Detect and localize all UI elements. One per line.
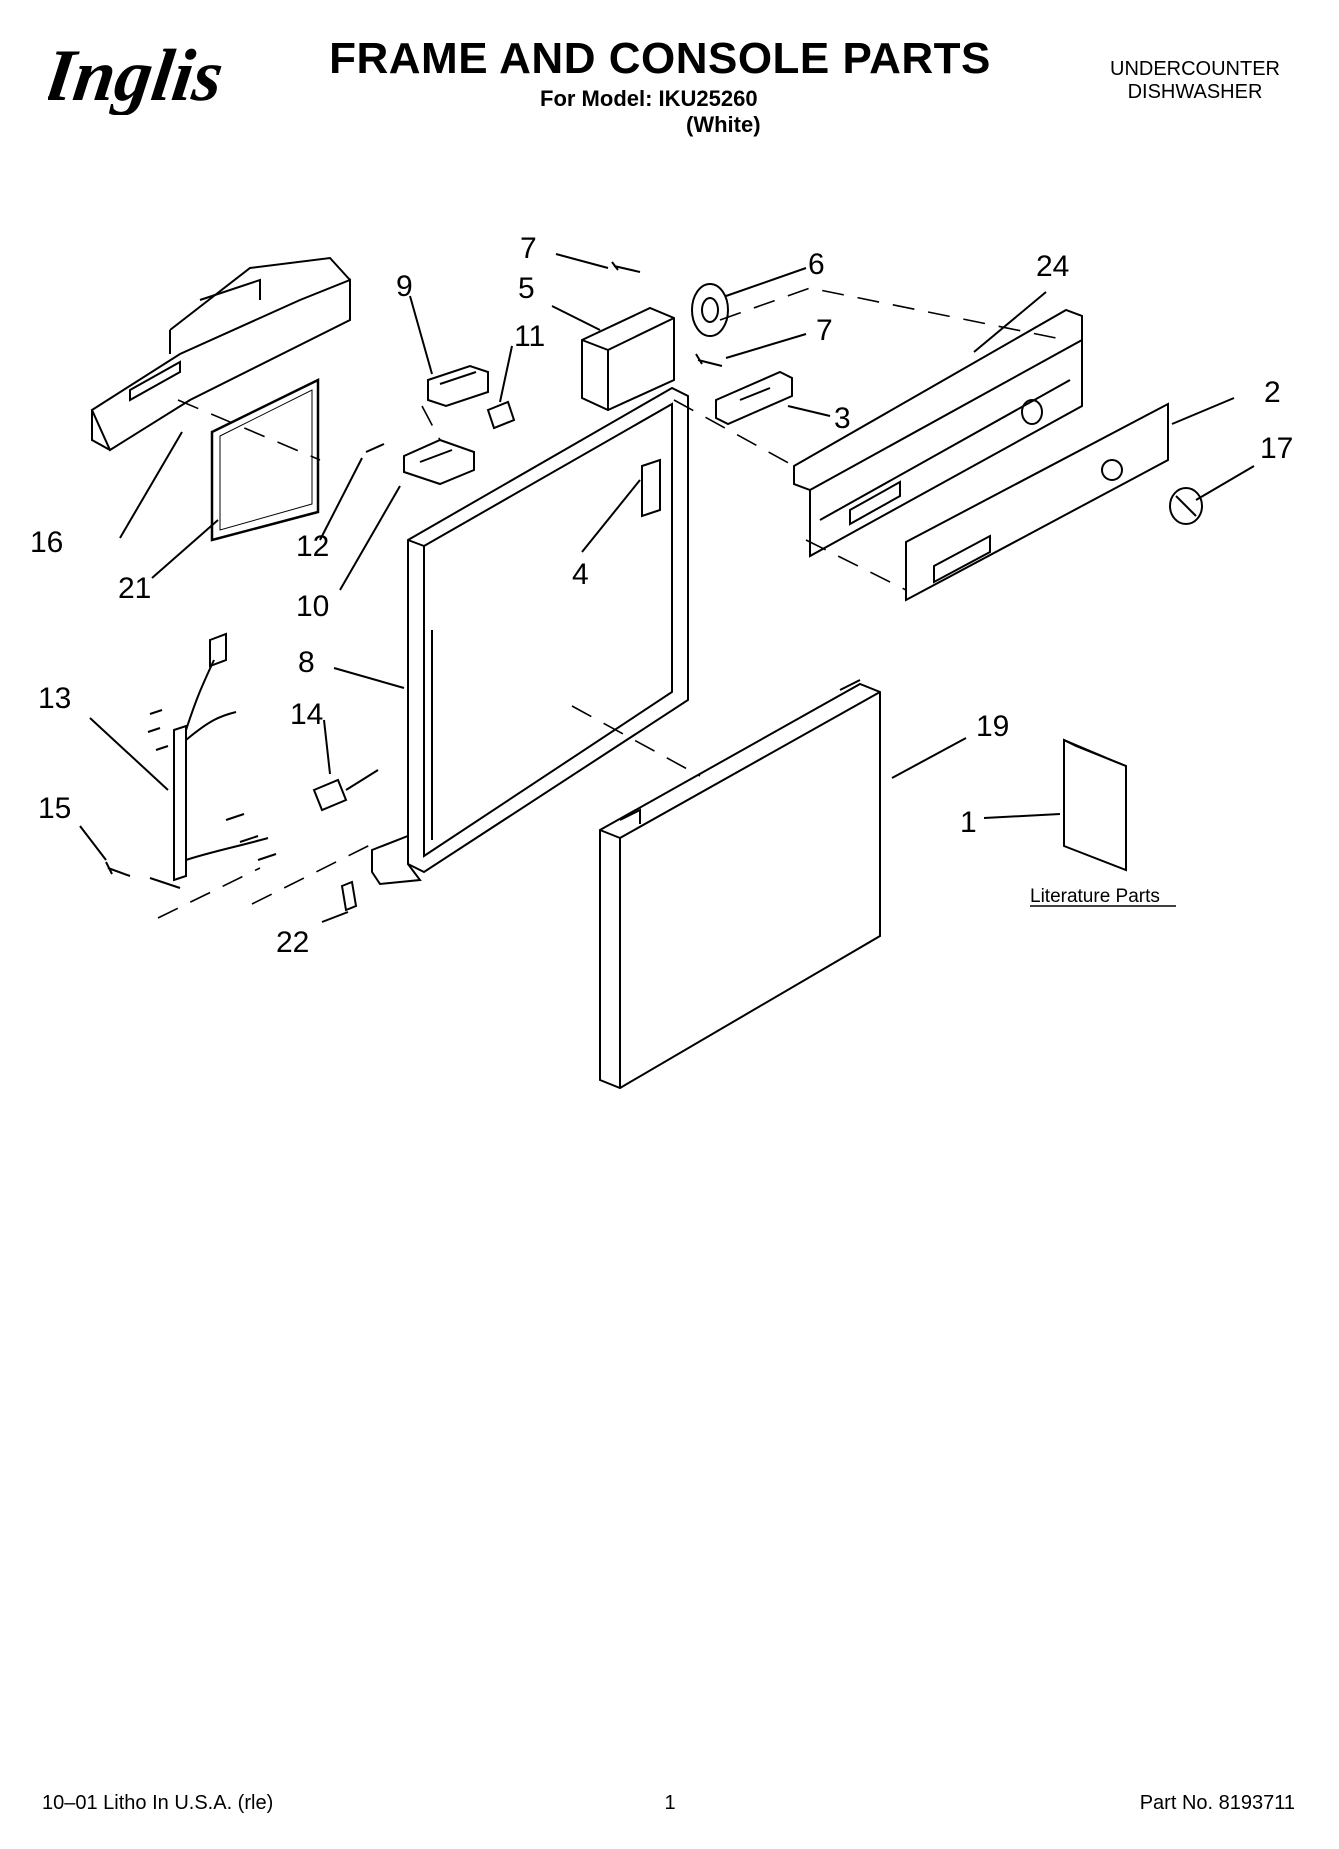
callout-11: 11: [514, 320, 545, 353]
callout-labels: 16 21 12 10 9 11 4 5 7 6 7 3 24 2 17 8 1…: [30, 232, 1293, 959]
callout-5: 5: [518, 272, 535, 305]
part-17-knob: [1169, 487, 1203, 525]
callout-10: 10: [296, 590, 329, 623]
callout-19: 19: [976, 710, 1009, 743]
callout-22: 22: [276, 926, 309, 959]
model-variant: (White): [686, 112, 761, 137]
callout-7-top: 7: [520, 232, 537, 265]
part-24-console: [793, 308, 1083, 558]
part-19-door-panel: [599, 679, 881, 1090]
literature-parts-label: Literature Parts: [1030, 886, 1160, 907]
callout-21: 21: [118, 572, 151, 605]
callout-6: 6: [808, 248, 825, 281]
callout-14: 14: [290, 698, 323, 731]
callout-16: 16: [30, 526, 63, 559]
callout-4: 4: [572, 558, 589, 591]
appliance-category-line2: DISHWASHER: [1127, 81, 1263, 103]
appliance-category-line1: UNDERCOUNTER: [1110, 58, 1280, 80]
part-16-housing: [90, 256, 351, 452]
callout-12: 12: [296, 530, 329, 563]
part-7-screw-mid: [695, 353, 723, 367]
part-7-screw-top: [611, 261, 641, 273]
callout-17: 17: [1260, 432, 1293, 465]
callout-24: 24: [1036, 250, 1069, 283]
callout-7-mid: 7: [816, 314, 833, 347]
part-3-bracket: [715, 370, 793, 426]
logo-wordmark: Inglis: [48, 35, 228, 115]
callout-8: 8: [298, 646, 315, 679]
part-2-overlay: [905, 402, 1169, 602]
model-line: For Model: IKU25260: [540, 86, 758, 111]
part-4-strike: [641, 458, 661, 518]
part-6-cam: [691, 283, 729, 337]
footer-part-number: Part No. 8193711: [1139, 1792, 1295, 1814]
callout-15: 15: [38, 792, 71, 825]
part-22-clip: [340, 880, 358, 912]
part-5-latch: [581, 306, 675, 412]
assembly-guide-lines: [157, 287, 1067, 919]
part-10-bracket: [403, 438, 475, 486]
part-11-clip: [486, 400, 516, 430]
callout-9: 9: [396, 270, 413, 303]
callout-3: 3: [834, 402, 851, 435]
callout-13: 13: [38, 682, 71, 715]
part-21-insulation: [210, 377, 320, 542]
part-12-pin: [365, 443, 385, 453]
part-1-literature: [1063, 738, 1127, 872]
part-15-screw: [105, 861, 181, 889]
part-8-frame: [371, 386, 689, 886]
callout-leaders: [79, 253, 1255, 923]
footer-print-info: 10–01 Litho In U.S.A. (rle): [42, 1792, 274, 1814]
part-9-switch: [427, 364, 489, 408]
part-13-harness: [147, 632, 277, 882]
page-title: FRAME AND CONSOLE PARTS: [329, 34, 991, 83]
footer-page-number: 1: [664, 1792, 676, 1814]
callout-1: 1: [960, 806, 977, 839]
part-14-connector: [312, 769, 379, 812]
callout-2: 2: [1264, 376, 1281, 409]
inglis-logo: Inglis: [48, 35, 228, 115]
